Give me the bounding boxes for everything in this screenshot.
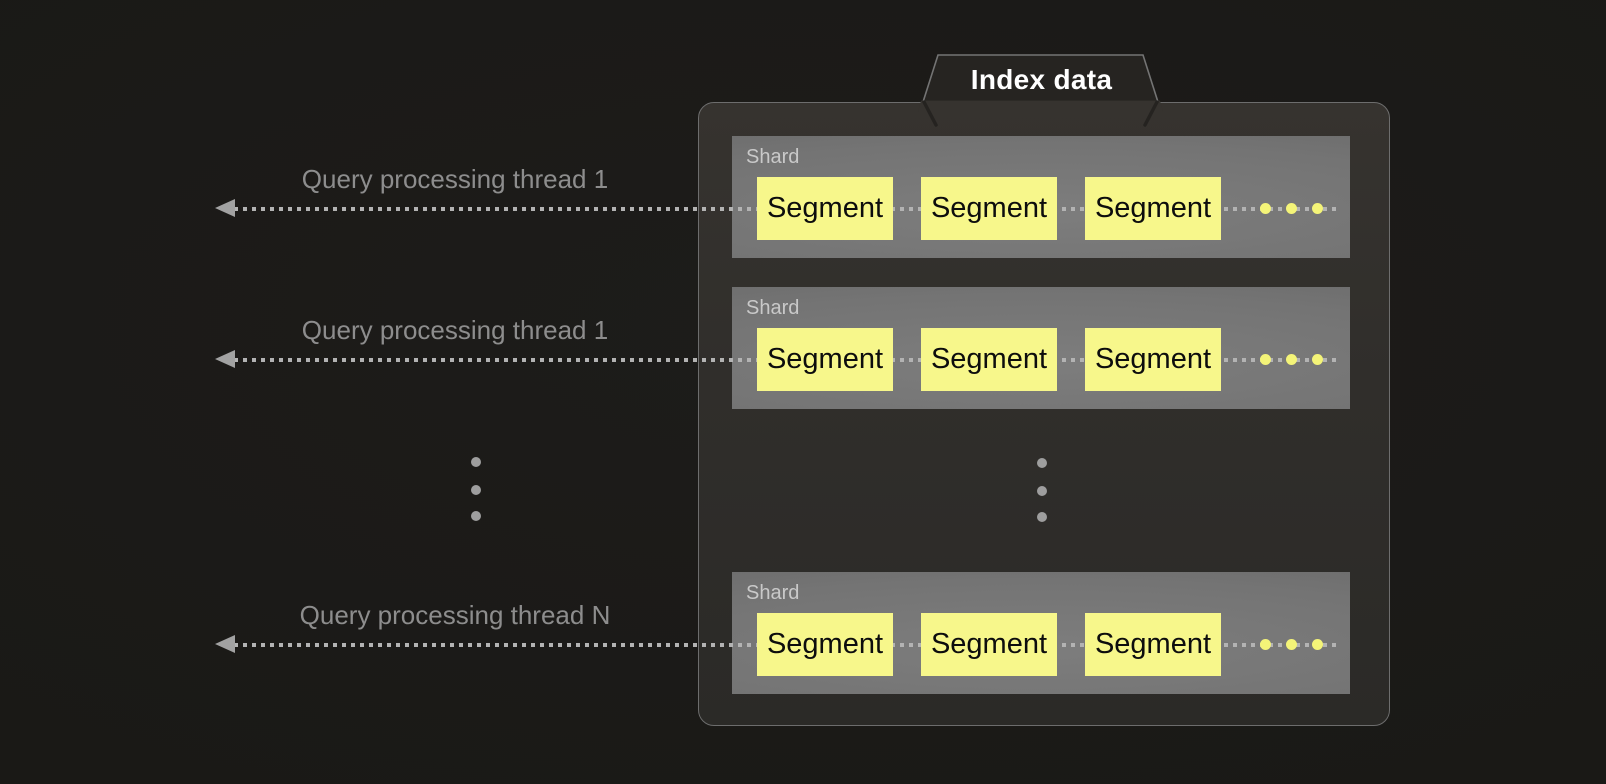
shard-label: Shard — [746, 582, 800, 604]
segment-box: Segment — [757, 613, 893, 676]
more-segments-dot — [1260, 639, 1271, 650]
more-segments-dot — [1312, 203, 1323, 214]
thread-row-2: Shard Segment Segment Segment Query proc… — [0, 287, 1606, 409]
segment-box: Segment — [921, 177, 1057, 240]
left-arrow-icon — [215, 635, 235, 653]
vertical-ellipsis-threads — [471, 457, 481, 527]
vertical-ellipsis-shards — [1037, 458, 1047, 528]
segment-box: Segment — [1085, 177, 1221, 240]
shard-label: Shard — [746, 146, 800, 168]
segment-box: Segment — [1085, 328, 1221, 391]
tab-shadow-left — [922, 100, 938, 127]
segment-box: Segment — [921, 613, 1057, 676]
tab-shadow-right — [1143, 100, 1159, 127]
more-segments-dot — [1260, 354, 1271, 365]
thread-label: Query processing thread 1 — [301, 164, 609, 194]
left-arrow-icon — [215, 350, 235, 368]
thread-row-n: Shard Segment Segment Segment Query proc… — [0, 572, 1606, 694]
ellipsis-dot — [1037, 512, 1047, 522]
ellipsis-dot — [1037, 458, 1047, 468]
segment-box: Segment — [921, 328, 1057, 391]
tab-base-cover — [918, 100, 1163, 112]
tab-shape — [922, 54, 1159, 103]
shard-label: Shard — [746, 297, 800, 319]
segment-box: Segment — [757, 177, 893, 240]
more-segments-dot — [1260, 203, 1271, 214]
index-data-tab — [918, 54, 1163, 127]
thread-row-1: Shard Segment Segment Segment Query proc… — [0, 136, 1606, 258]
ellipsis-dot — [471, 457, 481, 467]
index-data-title: Index data — [970, 64, 1113, 95]
left-arrow-icon — [215, 199, 235, 217]
segment-box: Segment — [757, 328, 893, 391]
shard-box: Shard Segment Segment Segment — [732, 572, 1350, 694]
shard-box: Shard Segment Segment Segment — [732, 287, 1350, 409]
more-segments-dot — [1286, 639, 1297, 650]
ellipsis-dot — [471, 511, 481, 521]
more-segments-dot — [1286, 354, 1297, 365]
more-segments-dot — [1312, 639, 1323, 650]
shard-box: Shard Segment Segment Segment — [732, 136, 1350, 258]
ellipsis-dot — [1037, 486, 1047, 496]
more-segments-dot — [1312, 354, 1323, 365]
more-segments-dot — [1286, 203, 1297, 214]
thread-label: Query processing thread 1 — [301, 315, 609, 345]
thread-label: Query processing thread N — [299, 600, 611, 630]
segment-box: Segment — [1085, 613, 1221, 676]
ellipsis-dot — [471, 485, 481, 495]
